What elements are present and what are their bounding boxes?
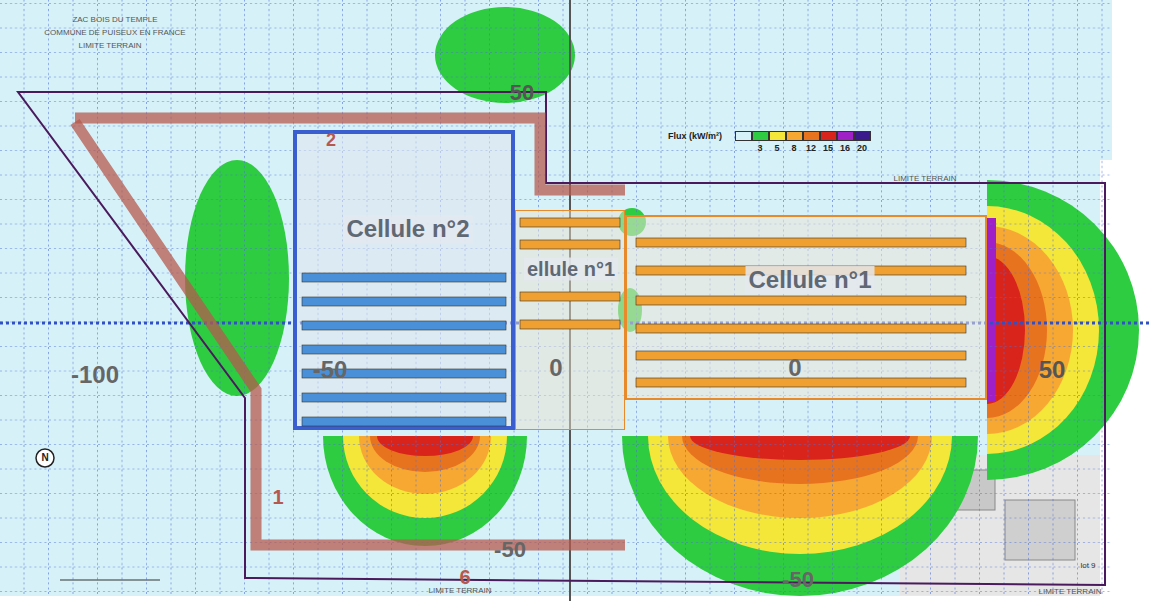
callout-number: 1	[272, 487, 283, 507]
axis-value: 0	[788, 356, 801, 380]
storage-racks	[515, 210, 625, 430]
site-note: LIMITE TERRAIN	[894, 175, 957, 183]
cell-box: Cellule n°2	[293, 130, 515, 430]
lot-name: lot 9	[1080, 562, 1095, 570]
legend-swatch	[752, 131, 769, 141]
legend-swatch	[854, 131, 871, 141]
storage-racks	[296, 133, 518, 433]
callout-number: 6	[459, 567, 470, 587]
axis-value: 50	[510, 82, 534, 104]
legend-label: 8	[791, 143, 796, 153]
legend-label: 20	[857, 143, 867, 153]
cell-name: ellule n°1	[524, 258, 618, 281]
storage-racks	[626, 216, 988, 401]
cell-name: Cellule n°2	[344, 215, 473, 243]
legend-swatch	[820, 131, 837, 141]
callout-number: 2	[326, 131, 336, 149]
north-arrow: N	[41, 453, 48, 463]
axis-value: -100	[71, 363, 119, 387]
axis-value: -50	[494, 539, 526, 561]
legend-swatch	[786, 131, 803, 141]
legend-title: Flux (kW/m²)	[668, 132, 722, 141]
site-note: LIMITE TERRAIN	[429, 587, 492, 595]
legend-swatch	[837, 131, 854, 141]
site-note: LIMITE TERRAIN	[79, 42, 142, 50]
axis-value: -50	[782, 569, 814, 591]
cell-name: Cellule n°1	[746, 266, 875, 294]
legend-label: 12	[806, 143, 816, 153]
cell-box: Cellule n°1	[625, 215, 987, 400]
legend-label: 5	[774, 143, 779, 153]
axis-value: 50	[1039, 358, 1066, 382]
legend-swatch	[803, 131, 820, 141]
site-note: LIMITE TERRAIN	[1039, 588, 1102, 596]
legend-label: 16	[840, 143, 850, 153]
legend-swatch	[735, 131, 752, 141]
axis-value: 0	[549, 356, 562, 380]
cell-box: ellule n°1	[515, 210, 625, 430]
legend-label: 15	[823, 143, 833, 153]
site-note: COMMUNE DE PUISEUX EN FRANCE	[44, 29, 185, 37]
legend-swatch	[769, 131, 786, 141]
site-note: ZAC BOIS DU TEMPLE	[72, 16, 157, 24]
axis-value: -50	[313, 358, 348, 382]
legend-label: 3	[757, 143, 762, 153]
